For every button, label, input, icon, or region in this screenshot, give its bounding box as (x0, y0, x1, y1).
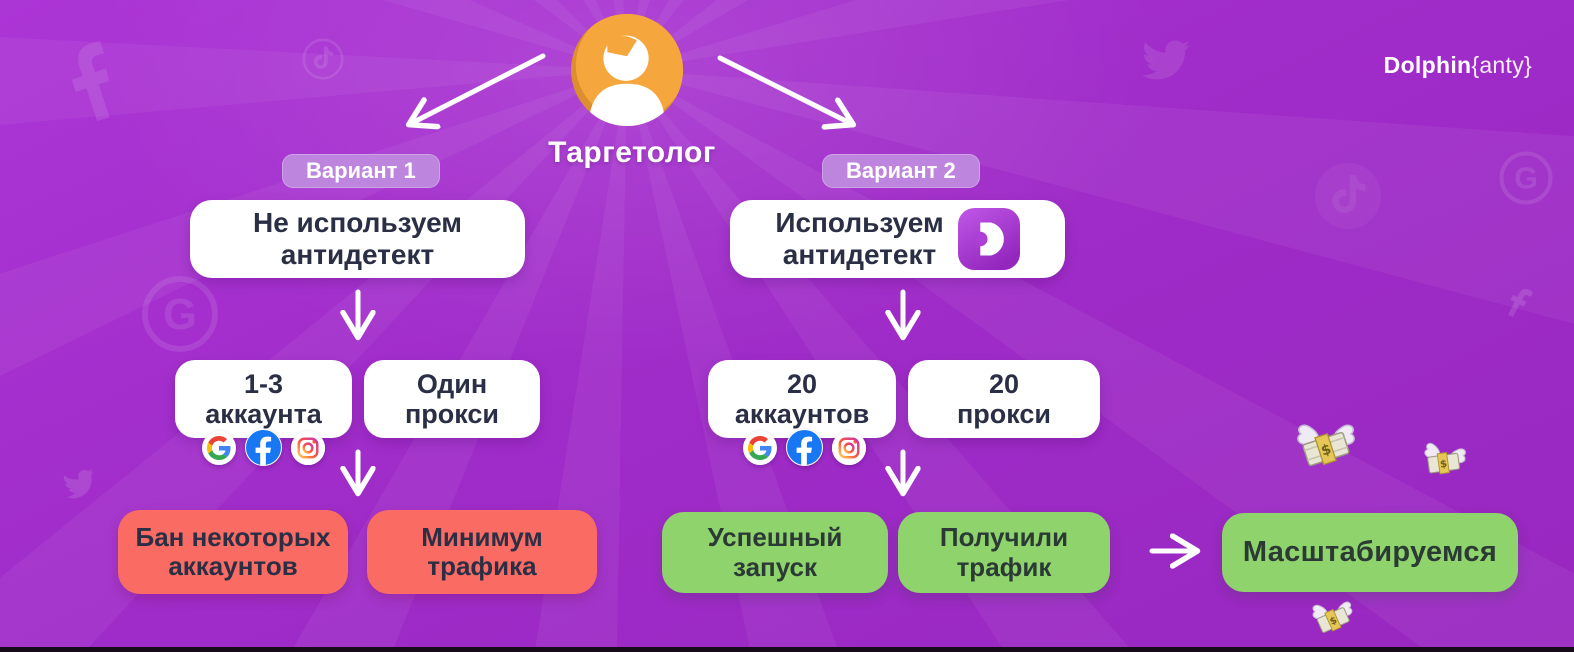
outcome-line: запуск (732, 551, 818, 582)
variant1-outcome-ban-box: Бан некоторых аккаунтов (118, 510, 348, 594)
outcome-line: аккаунтов (168, 551, 298, 581)
outcome-line: трафика (427, 551, 537, 581)
proxy-line: Один (416, 368, 488, 399)
outcome-line: Минимум (421, 521, 543, 552)
svg-text:$: $ (1439, 459, 1448, 471)
outcome-line: Бан некоторых (135, 521, 331, 552)
outcome-line: Успешный (707, 522, 843, 553)
variant1-platform-icons (202, 429, 325, 466)
dolphin-anty-logo: Dolphin{anty} (1384, 52, 1532, 79)
svg-text:G: G (1514, 163, 1538, 196)
variant2-platform-icons (743, 429, 866, 466)
facebook-icon (245, 429, 282, 466)
variant2-scale-box: Масштабируемся (1222, 513, 1518, 592)
accounts-line: 1-3 (243, 368, 284, 399)
bottom-letterbox-bar (0, 647, 1574, 652)
money-with-wings-icon: $ (1306, 595, 1360, 640)
brand-light: {anty} (1471, 52, 1532, 78)
accounts-line: аккаунта (205, 399, 322, 429)
facebook-watermark-icon (1502, 283, 1535, 321)
approach-line: антидетект (782, 239, 937, 270)
money-with-wings-icon: $ (1290, 418, 1362, 474)
facebook-icon (786, 429, 823, 466)
variant2-outcome-launch-box: Успешный запуск (662, 512, 888, 593)
variant2-badge: Вариант 2 (822, 154, 980, 188)
approach-line: Не используем (252, 207, 462, 239)
variant2-approach-box: Используем антидетект (730, 200, 1065, 278)
variant2-accounts-box: 20 аккаунтов (708, 360, 896, 438)
proxy-line: 20 (988, 368, 1020, 399)
variant2-outcome-traffic-box: Получили трафик (898, 512, 1110, 593)
accounts-line: 20 (786, 368, 818, 399)
google-icon (202, 430, 236, 465)
svg-text:G: G (163, 291, 197, 339)
dolphin-anty-d-icon (957, 208, 1020, 270)
variant1-approach-box: Не используем антидетект (190, 200, 525, 278)
accounts-line: аккаунтов (734, 399, 870, 429)
variant2-proxy-box: 20 прокси (908, 360, 1100, 438)
scale-label: Масштабируемся (1242, 536, 1498, 569)
variant1-accounts-box: 1-3 аккаунта (175, 360, 352, 438)
approach-line: Используем (775, 207, 944, 239)
variant1-badge: Вариант 1 (282, 154, 440, 188)
tiktok-watermark-icon (1312, 160, 1384, 232)
proxy-line: прокси (956, 399, 1052, 429)
google-watermark-icon: G (1498, 150, 1554, 206)
instagram-icon (291, 430, 325, 465)
twitter-watermark-icon (59, 465, 101, 504)
instagram-icon (832, 430, 866, 465)
money-with-wings-icon: $ (1415, 436, 1474, 486)
twitter-watermark-icon (1140, 36, 1192, 84)
svg-text:$: $ (1328, 615, 1339, 628)
person-avatar (568, 11, 686, 129)
outcome-line: Получили (939, 522, 1069, 553)
tiktok-watermark-icon (302, 38, 344, 80)
variant1-outcome-traffic-box: Минимум трафика (367, 510, 597, 594)
google-icon (743, 430, 777, 465)
outcome-line: трафик (956, 551, 1052, 582)
approach-text: Используем антидетект (775, 207, 943, 270)
proxy-line: прокси (404, 399, 500, 429)
variant1-proxy-box: Один прокси (364, 360, 540, 438)
persona-title: Таргетолог (548, 136, 716, 169)
google-watermark-icon: G (140, 274, 220, 354)
facebook-watermark-icon (57, 39, 126, 126)
svg-text:$: $ (1319, 441, 1333, 459)
brand-bold: Dolphin (1383, 52, 1472, 78)
approach-line: антидетект (280, 239, 435, 270)
